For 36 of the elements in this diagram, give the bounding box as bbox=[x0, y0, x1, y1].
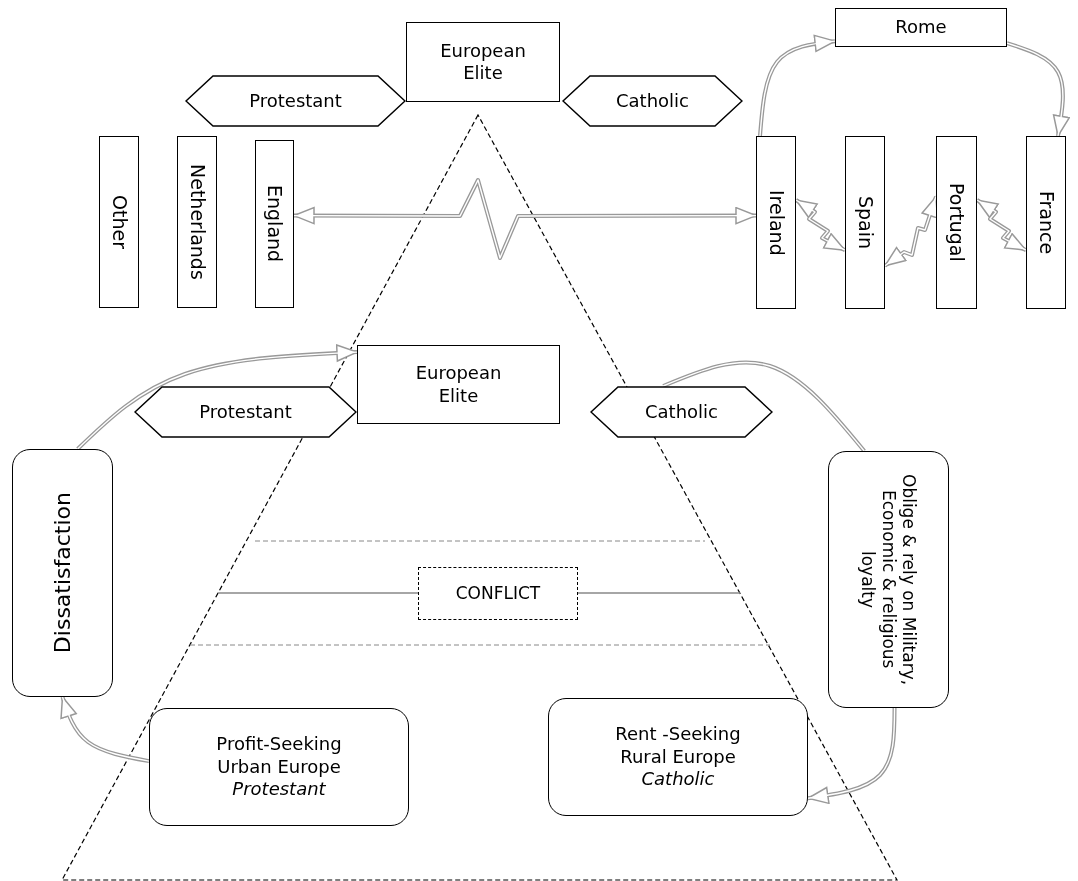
node-label: Catholic bbox=[616, 89, 689, 113]
node-label: Other bbox=[107, 195, 131, 249]
node-label: Protestant bbox=[232, 778, 326, 801]
node-label: Spain bbox=[853, 195, 877, 250]
label-box bbox=[756, 136, 796, 309]
label-box bbox=[406, 22, 560, 102]
rounded-box bbox=[12, 449, 113, 697]
node-label: European Elite bbox=[439, 39, 527, 85]
node-label: Netherlands bbox=[185, 164, 209, 280]
node-label: France bbox=[1034, 190, 1058, 255]
node-label: Protestant bbox=[249, 89, 342, 113]
node-label: European Elite bbox=[414, 362, 503, 407]
node-label: Profit-Seeking Urban Europe bbox=[215, 733, 343, 779]
node-label: Rome bbox=[895, 16, 947, 39]
label-box bbox=[255, 140, 294, 308]
node-label: Oblige & rely on Military, Economic & religious loyalty bbox=[857, 472, 920, 688]
node-label: Catholic bbox=[641, 768, 715, 791]
label-box bbox=[177, 136, 217, 308]
rounded-box bbox=[548, 698, 808, 816]
node-label: Protestant bbox=[199, 400, 292, 424]
label-box bbox=[1026, 136, 1066, 309]
node-label: Dissatisfaction bbox=[48, 492, 76, 654]
rounded-box bbox=[828, 451, 949, 708]
node-label: CONFLICT bbox=[455, 582, 541, 605]
label-box bbox=[357, 345, 560, 424]
label-box bbox=[99, 136, 139, 308]
label-box bbox=[936, 136, 977, 309]
node-label: Ireland bbox=[764, 189, 788, 256]
node-label: Catholic bbox=[645, 400, 718, 424]
node-label: Rent -Seeking Rural Europe bbox=[614, 723, 742, 769]
node-label: England bbox=[263, 185, 287, 263]
label-box bbox=[845, 136, 885, 309]
label-box bbox=[835, 8, 1007, 47]
node-label: Portugal bbox=[945, 183, 969, 262]
dashed-box bbox=[418, 567, 578, 620]
rounded-box bbox=[149, 708, 409, 826]
